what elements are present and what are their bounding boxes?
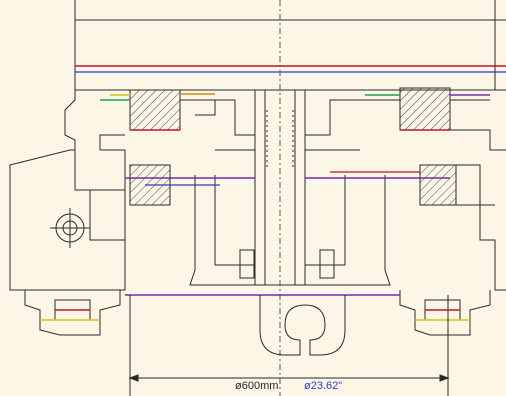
base-block-left xyxy=(24,290,121,336)
dimension-line xyxy=(128,295,450,396)
left-pivot xyxy=(50,208,90,248)
left-middle-bearing xyxy=(129,164,171,206)
left-housing xyxy=(9,90,126,291)
upper-right-bearing xyxy=(360,87,490,131)
upper-left-bearing xyxy=(100,89,216,131)
dimension-metric-label: ø600mm xyxy=(235,380,278,392)
right-middle-bearing xyxy=(419,164,457,206)
bottom-slot xyxy=(259,295,346,356)
right-housing xyxy=(450,129,506,291)
center-shaft xyxy=(254,0,306,396)
base-block-right xyxy=(399,290,491,336)
dimension-imperial-label: ø23.62" xyxy=(304,380,342,392)
